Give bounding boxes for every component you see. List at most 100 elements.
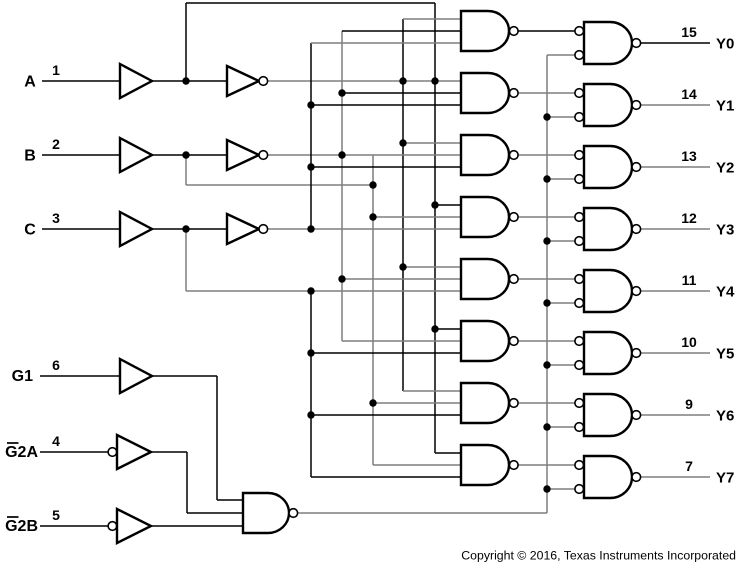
inversion-bubble bbox=[631, 161, 642, 173]
output-pin-y5: 10 bbox=[681, 334, 697, 350]
output-label-y3: Y3 bbox=[716, 222, 734, 239]
inversion-bubble bbox=[508, 397, 519, 409]
output-gate-y6 bbox=[582, 392, 634, 438]
enable-nand-gate bbox=[241, 491, 291, 535]
enable-buffer-g2b bbox=[115, 507, 154, 545]
input-inversion-bubble bbox=[574, 483, 585, 495]
input-label-b: B bbox=[24, 148, 36, 165]
junction-dot bbox=[369, 181, 377, 189]
output-label-y4: Y4 bbox=[716, 284, 735, 301]
junction-dot bbox=[431, 77, 439, 85]
junction-dot bbox=[307, 349, 315, 357]
junction-dot bbox=[307, 101, 315, 109]
output-pin-y6: 9 bbox=[685, 396, 693, 412]
junction-dot bbox=[182, 225, 190, 233]
input-inverter-c bbox=[225, 212, 262, 246]
junction-dot bbox=[338, 275, 346, 283]
enable-label-g1: G1 bbox=[12, 368, 33, 385]
input-inversion-bubble bbox=[574, 297, 585, 309]
output-label-y7: Y7 bbox=[716, 470, 734, 487]
inversion-bubble bbox=[288, 507, 299, 519]
input-inversion-bubble bbox=[574, 173, 585, 185]
decode-nand-gate-y4 bbox=[459, 257, 511, 301]
output-pin-y0: 15 bbox=[681, 24, 697, 40]
input-inversion-bubble bbox=[574, 111, 585, 123]
inversion-bubble bbox=[258, 223, 269, 235]
junction-dot bbox=[543, 113, 551, 121]
input-inversion-bubble bbox=[107, 520, 118, 532]
inversion-bubble bbox=[508, 87, 519, 99]
junction-dot bbox=[399, 263, 407, 271]
output-label-y6: Y6 bbox=[716, 408, 734, 425]
enable-label-g2a: G2A bbox=[5, 444, 38, 461]
input-inversion-bubble bbox=[574, 273, 585, 285]
input-inversion-bubble bbox=[574, 397, 585, 409]
junction-dot bbox=[543, 361, 551, 369]
enable-buffer-g2a bbox=[115, 433, 154, 471]
inversion-bubble bbox=[631, 471, 642, 483]
input-inversion-bubble bbox=[574, 335, 585, 347]
junction-dot bbox=[369, 213, 377, 221]
output-gate-y5 bbox=[582, 330, 634, 376]
inversion-bubble bbox=[508, 459, 519, 471]
output-pin-y1: 14 bbox=[681, 86, 697, 102]
output-pin-y7: 7 bbox=[685, 458, 693, 474]
inversion-bubble bbox=[508, 25, 519, 37]
decode-nand-gate-y5 bbox=[459, 319, 511, 363]
junction-dot bbox=[543, 423, 551, 431]
junction-dot bbox=[431, 201, 439, 209]
input-inversion-bubble bbox=[574, 87, 585, 99]
junction-dot bbox=[399, 139, 407, 147]
input-inversion-bubble bbox=[574, 49, 585, 61]
junction-dot bbox=[182, 151, 190, 159]
output-gate-y2 bbox=[582, 144, 634, 190]
decode-nand-gate-y6 bbox=[459, 381, 511, 425]
inversion-bubble bbox=[508, 273, 519, 285]
input-label-c: C bbox=[24, 222, 36, 239]
inversion-bubble bbox=[508, 211, 519, 223]
junction-dot bbox=[307, 163, 315, 171]
output-gate-y0 bbox=[582, 20, 634, 66]
copyright-text: Copyright © 2016, Texas Instruments Inco… bbox=[461, 549, 736, 563]
inversion-bubble bbox=[508, 335, 519, 347]
input-inversion-bubble bbox=[574, 459, 585, 471]
output-gate-y4 bbox=[582, 268, 634, 314]
inversion-bubble bbox=[258, 75, 269, 87]
output-label-y5: Y5 bbox=[716, 346, 734, 363]
enable-pin-g2a: 4 bbox=[52, 433, 60, 449]
input-inverter-a bbox=[225, 64, 262, 98]
input-inversion-bubble bbox=[107, 446, 118, 458]
input-inversion-bubble bbox=[574, 235, 585, 247]
inversion-bubble bbox=[631, 285, 642, 297]
input-inversion-bubble bbox=[574, 211, 585, 223]
junction-dot bbox=[338, 89, 346, 97]
input-inverter-b bbox=[225, 138, 262, 172]
gates-layer bbox=[107, 9, 642, 545]
output-gate-y7 bbox=[582, 454, 634, 500]
decode-nand-gate-y2 bbox=[459, 133, 511, 177]
inversion-bubble bbox=[631, 99, 642, 111]
junction-dot bbox=[369, 399, 377, 407]
junction-dot bbox=[338, 151, 346, 159]
output-pin-y3: 12 bbox=[681, 210, 697, 226]
junction-dot bbox=[543, 299, 551, 307]
output-label-y2: Y2 bbox=[716, 160, 734, 177]
output-pin-y4: 11 bbox=[682, 272, 697, 288]
inversion-bubble bbox=[631, 409, 642, 421]
junction-dot bbox=[431, 325, 439, 333]
junction-dot bbox=[399, 77, 407, 85]
junction-dot bbox=[543, 237, 551, 245]
inversion-bubble bbox=[508, 149, 519, 161]
input-label-a: A bbox=[24, 74, 36, 91]
inversion-bubble bbox=[631, 37, 642, 49]
inversion-bubble bbox=[631, 347, 642, 359]
input-pin-c: 3 bbox=[52, 210, 60, 226]
input-inversion-bubble bbox=[574, 359, 585, 371]
junction-dot bbox=[307, 225, 315, 233]
input-buffer-a bbox=[118, 62, 155, 100]
input-inversion-bubble bbox=[574, 421, 585, 433]
junction-dot bbox=[307, 287, 315, 295]
input-pin-b: 2 bbox=[52, 136, 60, 152]
